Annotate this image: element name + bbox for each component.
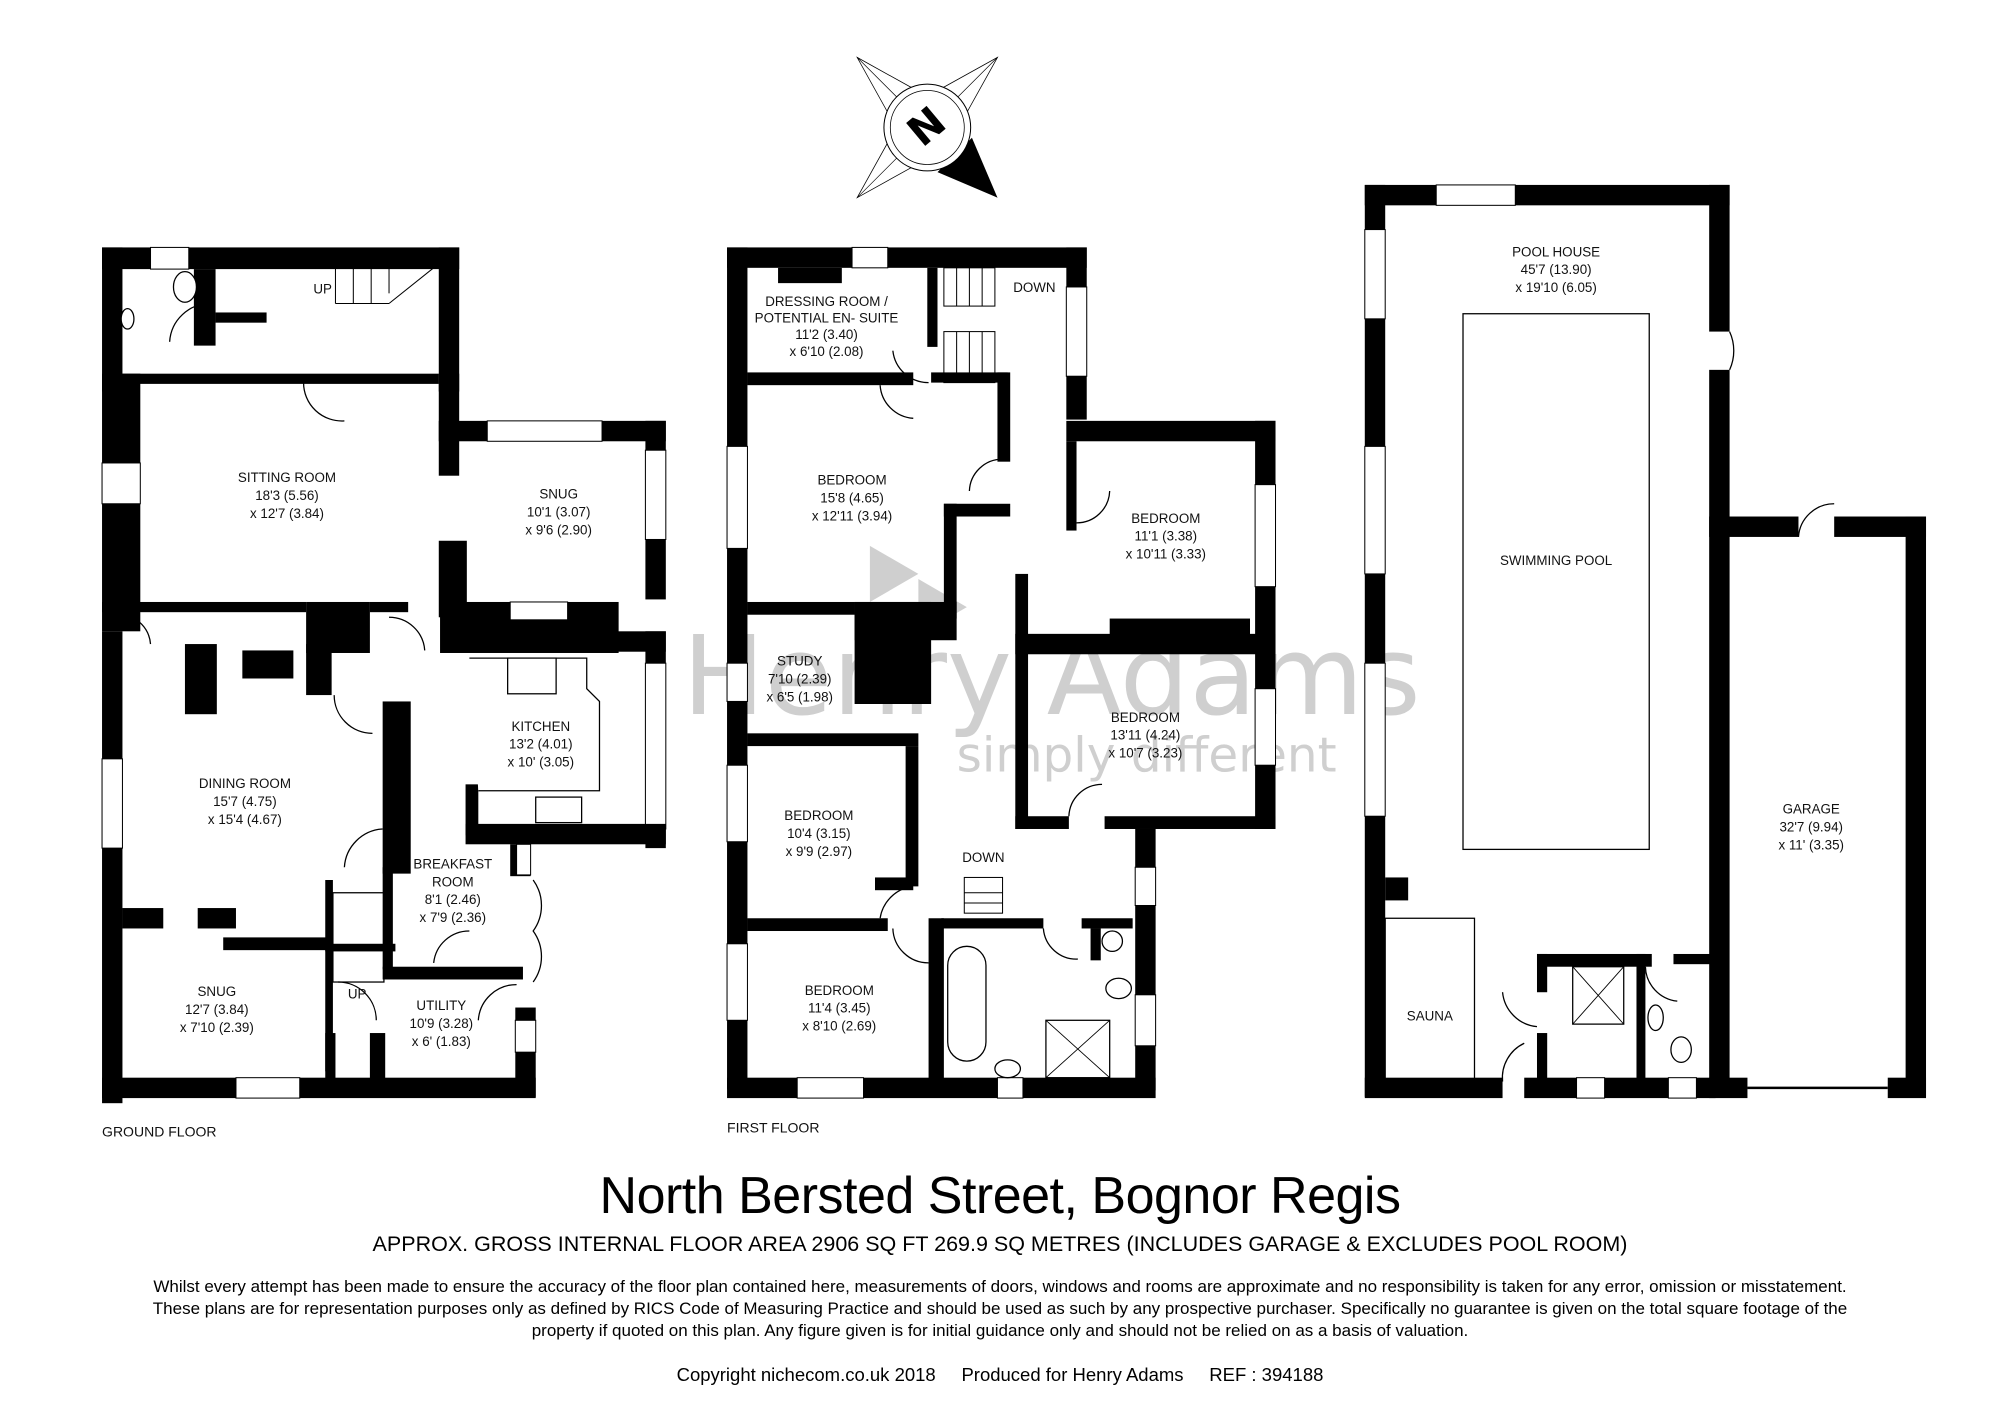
svg-text:DINING ROOM: DINING ROOM: [199, 776, 291, 791]
svg-text:15'7 (4.75): 15'7 (4.75): [213, 794, 277, 809]
svg-text:x 19'10 (6.05): x 19'10 (6.05): [1515, 280, 1596, 295]
svg-text:11'4 (3.45): 11'4 (3.45): [808, 1001, 871, 1016]
room-label-breakfast-room: BREAKFAST ROOM 8'1 (2.46) x 7'9 (2.36): [413, 857, 492, 926]
stair-label: DOWN: [1013, 280, 1055, 295]
room-label-kitchen: KITCHEN 13'2 (4.01) x 10' (3.05): [508, 719, 575, 770]
pool-house-plan: [1364, 184, 1927, 1099]
svg-text:KITCHEN: KITCHEN: [511, 719, 570, 734]
svg-text:UTILITY: UTILITY: [416, 998, 466, 1013]
svg-text:x 6'5 (1.98): x 6'5 (1.98): [766, 689, 833, 704]
svg-text:32'7 (9.94): 32'7 (9.94): [1779, 820, 1843, 835]
property-title: North Bersted Street, Bognor Regis: [599, 1167, 1401, 1225]
svg-text:x 12'7 (3.84): x 12'7 (3.84): [250, 506, 324, 521]
stair-label: UP: [348, 987, 367, 1002]
svg-text:10'9 (3.28): 10'9 (3.28): [410, 1016, 474, 1031]
svg-text:ROOM: ROOM: [432, 874, 474, 889]
ground-floor-plan: [101, 246, 667, 1104]
compass-north-icon: N: [856, 56, 999, 199]
svg-text:x 6' (1.83): x 6' (1.83): [412, 1034, 471, 1049]
svg-text:45'7 (13.90): 45'7 (13.90): [1521, 262, 1592, 277]
svg-text:x 9'6 (2.90): x 9'6 (2.90): [525, 522, 592, 537]
svg-text:x 8'10 (2.69): x 8'10 (2.69): [802, 1018, 876, 1033]
svg-text:x 10'11 (3.33): x 10'11 (3.33): [1126, 547, 1206, 562]
room-label-swimming-pool: SWIMMING POOL: [1500, 553, 1612, 568]
svg-text:BEDROOM: BEDROOM: [1131, 511, 1200, 526]
svg-text:x 9'9 (2.97): x 9'9 (2.97): [786, 844, 853, 859]
room-label-bedroom-1: BEDROOM 15'8 (4.65) x 12'11 (3.94): [812, 473, 892, 524]
svg-text:STUDY: STUDY: [777, 654, 822, 669]
svg-text:POOL HOUSE: POOL HOUSE: [1512, 244, 1600, 259]
svg-text:SITTING ROOM: SITTING ROOM: [238, 470, 336, 485]
room-label-bedroom-5: BEDROOM 11'4 (3.45) x 8'10 (2.69): [802, 983, 876, 1034]
svg-text:x 12'11 (3.94): x 12'11 (3.94): [812, 508, 892, 523]
floor-area-summary: APPROX. GROSS INTERNAL FLOOR AREA 2906 S…: [372, 1232, 1628, 1256]
floor-label-first: FIRST FLOOR: [727, 1120, 819, 1136]
watermark-brand: Henry Adams: [682, 612, 1420, 740]
svg-text:BREAKFAST: BREAKFAST: [413, 857, 492, 872]
room-label-snug-2: SNUG 12'7 (3.84) x 7'10 (2.39): [180, 984, 254, 1035]
room-label-bedroom-2: BEDROOM 11'1 (3.38) x 10'11 (3.33): [1126, 511, 1206, 562]
reference-number: REF : 394188: [1209, 1364, 1324, 1385]
svg-text:DRESSING ROOM /: DRESSING ROOM /: [765, 294, 888, 309]
svg-text:11'1 (3.38): 11'1 (3.38): [1135, 529, 1198, 544]
svg-text:x 10'7 (3.23): x 10'7 (3.23): [1108, 746, 1182, 761]
room-label-sitting-room: SITTING ROOM 18'3 (5.56) x 12'7 (3.84): [238, 470, 336, 521]
svg-text:10'4 (3.15): 10'4 (3.15): [787, 826, 851, 841]
svg-text:BEDROOM: BEDROOM: [805, 983, 874, 998]
svg-text:BEDROOM: BEDROOM: [784, 808, 853, 823]
credits: Copyright nichecom.co.uk 2018 Produced f…: [0, 1364, 2000, 1386]
svg-text:12'7 (3.84): 12'7 (3.84): [185, 1002, 249, 1017]
svg-text:BEDROOM: BEDROOM: [1111, 710, 1180, 725]
room-label-dressing-room: DRESSING ROOM / POTENTIAL EN- SUITE 11'2…: [755, 294, 899, 359]
svg-text:10'1 (3.07): 10'1 (3.07): [527, 505, 591, 520]
svg-text:x 11' (3.35): x 11' (3.35): [1778, 837, 1844, 852]
stair-label: DOWN: [962, 850, 1004, 865]
room-label-utility: UTILITY 10'9 (3.28) x 6' (1.83): [410, 998, 474, 1049]
svg-text:11'2 (3.40): 11'2 (3.40): [795, 327, 858, 342]
disclaimer-line: These plans are for representation purpo…: [152, 1299, 1848, 1318]
svg-text:SNUG: SNUG: [198, 984, 237, 999]
copyright: Copyright nichecom.co.uk 2018: [676, 1364, 936, 1385]
svg-text:7'10 (2.39): 7'10 (2.39): [768, 672, 832, 687]
room-label-dining-room: DINING ROOM 15'7 (4.75) x 15'4 (4.67): [199, 776, 291, 827]
svg-text:GARAGE: GARAGE: [1783, 802, 1840, 817]
room-label-pool-house: POOL HOUSE 45'7 (13.90) x 19'10 (6.05): [1512, 244, 1600, 295]
room-label-garage: GARAGE 32'7 (9.94) x 11' (3.35): [1778, 802, 1844, 853]
watermark-logo-icon: [869, 545, 919, 602]
first-floor-plan: [726, 246, 1277, 1099]
room-label-snug: SNUG 10'1 (3.07) x 9'6 (2.90): [525, 487, 592, 538]
produced-for: Produced for Henry Adams: [961, 1364, 1184, 1385]
svg-text:8'1 (2.46): 8'1 (2.46): [425, 892, 481, 907]
svg-text:x 6'10 (2.08): x 6'10 (2.08): [790, 344, 864, 359]
svg-text:13'11 (4.24): 13'11 (4.24): [1110, 728, 1180, 743]
svg-text:SNUG: SNUG: [539, 487, 578, 502]
svg-text:18'3 (5.56): 18'3 (5.56): [255, 488, 319, 503]
room-labels: SITTING ROOM 18'3 (5.56) x 12'7 (3.84) S…: [102, 244, 1844, 1139]
svg-text:BEDROOM: BEDROOM: [817, 473, 886, 488]
svg-text:x 10' (3.05): x 10' (3.05): [508, 754, 575, 769]
svg-text:x 7'10 (2.39): x 7'10 (2.39): [180, 1020, 254, 1035]
floor-label-ground: GROUND FLOOR: [102, 1123, 216, 1139]
disclaimer-line: Whilst every attempt has been made to en…: [153, 1277, 1847, 1296]
svg-text:x 7'9 (2.36): x 7'9 (2.36): [420, 910, 487, 925]
disclaimer-line: property if quoted on this plan. Any fig…: [531, 1321, 1469, 1340]
svg-text:POTENTIAL EN- SUITE: POTENTIAL EN- SUITE: [755, 311, 899, 326]
svg-text:15'8 (4.65): 15'8 (4.65): [820, 490, 884, 505]
disclaimer: Whilst every attempt has been made to en…: [0, 1276, 2000, 1342]
svg-text:x 15'4 (4.67): x 15'4 (4.67): [208, 812, 282, 827]
room-label-bedroom-4: BEDROOM 10'4 (3.15) x 9'9 (2.97): [784, 808, 853, 859]
stair-label: UP: [313, 281, 332, 296]
room-label-bedroom-3: BEDROOM 13'11 (4.24) x 10'7 (3.23): [1108, 710, 1182, 761]
room-label-sauna: SAUNA: [1407, 1008, 1453, 1023]
room-label-study: STUDY 7'10 (2.39) x 6'5 (1.98): [766, 654, 833, 705]
svg-text:13'2 (4.01): 13'2 (4.01): [509, 737, 573, 752]
